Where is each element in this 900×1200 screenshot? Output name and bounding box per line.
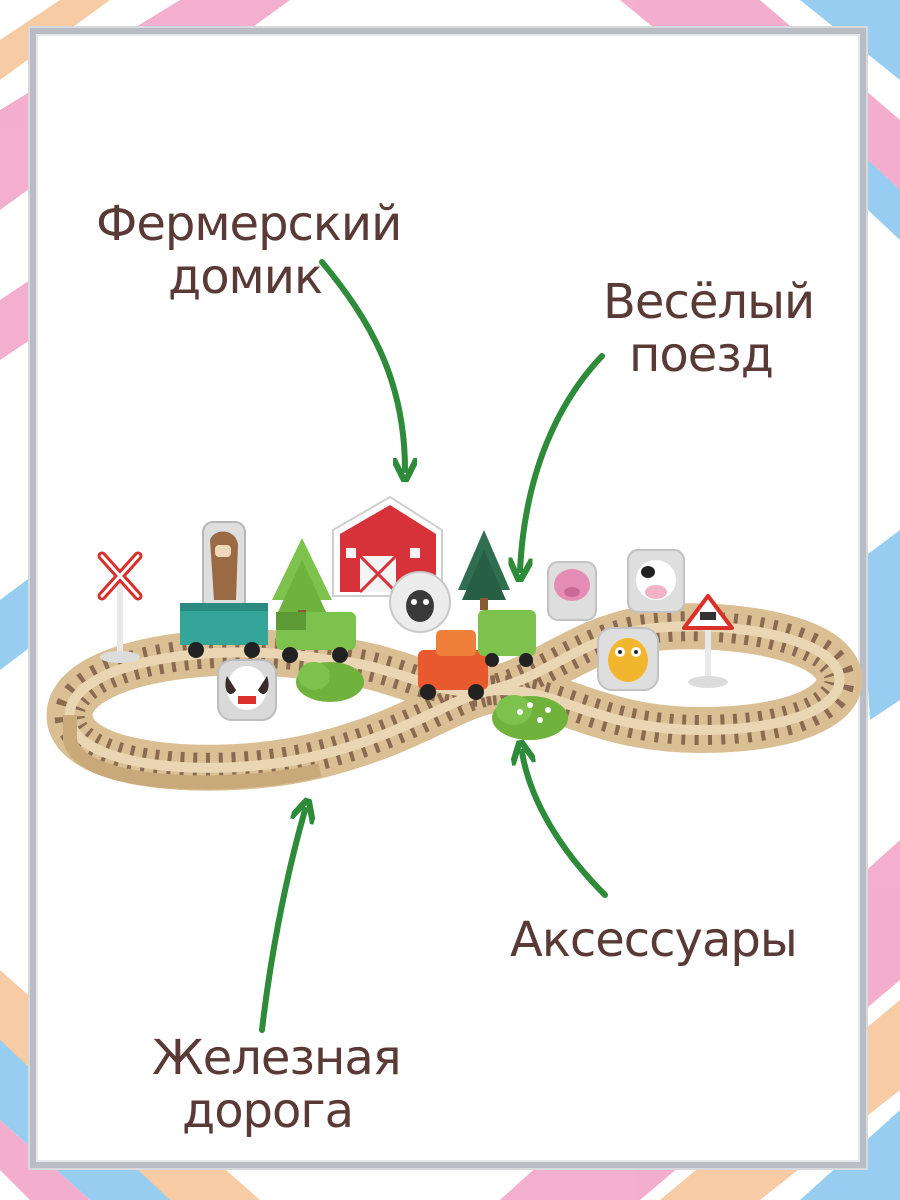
sheep-icon: [389, 571, 451, 633]
farmhouse-label-line1: Фермерский: [96, 196, 402, 252]
train-icon-green: [276, 612, 356, 663]
cargo-wagon-icon: [180, 603, 268, 658]
train-label-line1: Весёлый: [603, 274, 815, 330]
green-arrow-icon-farmhouse: [319, 259, 405, 470]
railway-track: [46, 603, 863, 791]
cow-icon: [627, 549, 685, 613]
owl-icon: [597, 627, 659, 691]
accessories-label-text: Аксессуары: [510, 912, 798, 968]
tree-icon: [272, 538, 332, 624]
arrows: [259, 259, 608, 1033]
pig-icon: [547, 561, 597, 621]
railway-label-line1: Железная: [152, 1030, 402, 1086]
accessories-label: Аксессуары: [510, 912, 798, 968]
bush-icon-flowers: [492, 695, 568, 740]
crossing-sign-icon: [97, 551, 143, 663]
railway-label-line2: дорога: [182, 1082, 354, 1139]
green-arrow-icon-railway: [259, 810, 305, 1033]
farmhouse-label-line2: домик: [168, 248, 323, 305]
railway-label: Железная дорога: [152, 1030, 402, 1139]
tree-icon-dark: [458, 530, 510, 610]
farmhouse-label: Фермерский домик: [96, 196, 402, 305]
green-arrow-icon-accessories: [522, 752, 608, 898]
train-label-line2: поезд: [629, 326, 774, 383]
railroad-sign-icon: [682, 594, 734, 688]
penguin-icon: [217, 659, 277, 721]
horse-icon: [202, 521, 246, 611]
green-arrow-icon-train: [520, 353, 605, 570]
train-label: Весёлый поезд: [603, 274, 815, 383]
train-icon-red: [418, 610, 536, 700]
bush-icon: [296, 662, 364, 702]
barn-icon: [332, 495, 443, 597]
